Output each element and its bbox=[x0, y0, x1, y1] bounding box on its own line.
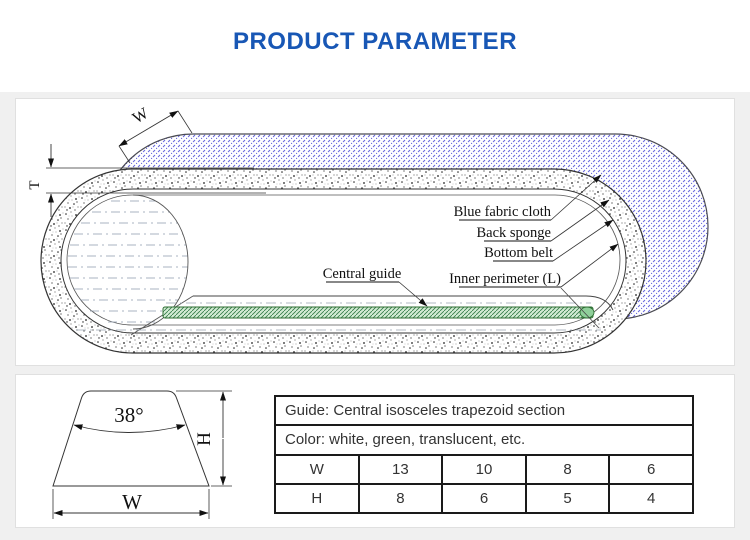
layer-labels: Blue fabric cloth Back sponge Bottom bel… bbox=[323, 174, 619, 307]
leader-inner-perimeter bbox=[560, 243, 619, 288]
dimension-width: W bbox=[52, 489, 210, 519]
size-value-cell: 6 bbox=[608, 453, 694, 485]
guide-description-cell: Guide: Central isosceles trapezoid secti… bbox=[274, 394, 694, 427]
label-back-sponge: Back sponge bbox=[477, 225, 552, 241]
page-title: PRODUCT PARAMETER bbox=[232, 28, 518, 55]
belt-diagram: Blue fabric cloth Back sponge Bottom bel… bbox=[27, 105, 709, 354]
angle-label: 38° bbox=[114, 403, 143, 427]
leader-blue-fabric bbox=[550, 174, 602, 221]
table-row-guide: Guide: Central isosceles trapezoid secti… bbox=[274, 394, 694, 427]
size-value-cell: 5 bbox=[524, 482, 611, 515]
width-label: W bbox=[122, 490, 142, 514]
size-value-cell: 8 bbox=[524, 453, 611, 485]
cutaway-edge-arc bbox=[132, 194, 189, 330]
content-background: Blue fabric cloth Back sponge Bottom bel… bbox=[0, 92, 750, 540]
table-row-w: W 13 10 8 6 bbox=[274, 453, 694, 485]
thickness-label: T bbox=[27, 180, 43, 189]
table-row-color: Color: white, green, translucent, etc. bbox=[274, 424, 694, 456]
cutaway-edge-line bbox=[130, 295, 194, 336]
wrap-width-label: W bbox=[130, 105, 152, 128]
inner-surface-centerlines bbox=[68, 200, 188, 323]
dimension-thickness: T bbox=[27, 144, 266, 217]
size-value-cell: 8 bbox=[357, 482, 444, 515]
table-row-h: H 8 6 5 4 bbox=[274, 482, 694, 515]
label-bottom-belt: Bottom belt bbox=[484, 245, 553, 261]
central-guide-strip bbox=[162, 306, 594, 319]
leader-bottom-belt bbox=[552, 219, 614, 262]
dimension-height: H bbox=[176, 390, 232, 487]
central-guide-end-cap bbox=[579, 306, 595, 319]
trapezoid-shape bbox=[52, 390, 210, 487]
guide-platform-edge bbox=[193, 295, 614, 311]
belt-diagram-panel: Blue fabric cloth Back sponge Bottom bel… bbox=[15, 98, 735, 366]
guide-spec-panel: 38° H W bbox=[15, 374, 735, 528]
angle-arc bbox=[73, 424, 186, 433]
guide-trapezoid-diagram: 38° H W bbox=[52, 390, 232, 519]
size-label-cell: W bbox=[274, 453, 360, 485]
size-value-cell: 10 bbox=[441, 453, 527, 485]
label-blue-fabric-cloth: Blue fabric cloth bbox=[454, 204, 552, 220]
size-value-cell: 4 bbox=[608, 482, 694, 515]
leader-central-guide bbox=[398, 281, 428, 307]
inner-perimeter-leader-low bbox=[560, 287, 600, 329]
dimension-wrap-width: W bbox=[118, 105, 193, 164]
height-label: H bbox=[194, 432, 215, 446]
inner-perimeter-line bbox=[66, 194, 621, 326]
guide-spec-table: Guide: Central isosceles trapezoid secti… bbox=[274, 394, 694, 515]
label-inner-perimeter: Inner perimeter (L) bbox=[449, 271, 561, 287]
size-value-cell: 6 bbox=[441, 482, 527, 515]
size-label-cell: H bbox=[274, 482, 360, 515]
label-central-guide: Central guide bbox=[323, 266, 402, 282]
leader-back-sponge bbox=[550, 199, 610, 242]
color-description-cell: Color: white, green, translucent, etc. bbox=[274, 424, 694, 456]
size-value-cell: 13 bbox=[357, 453, 444, 485]
